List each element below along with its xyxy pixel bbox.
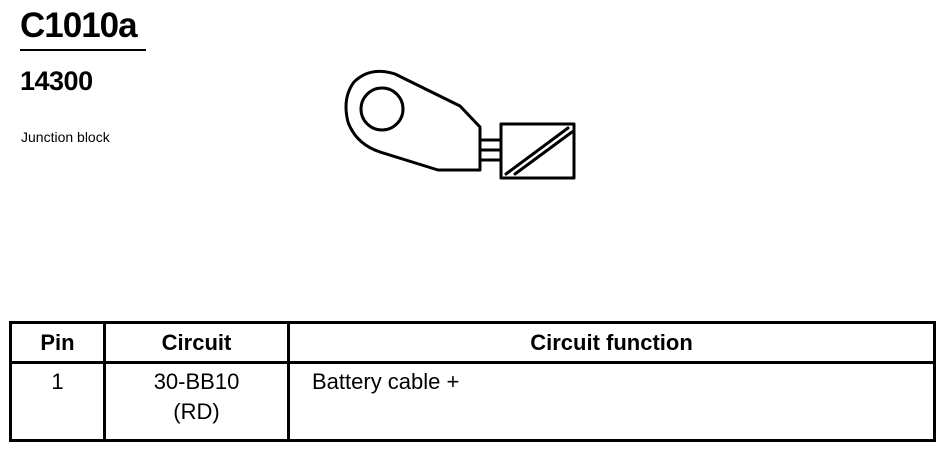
title-underline	[20, 49, 146, 51]
table-row: 1 30-BB10 (RD) Battery cable +	[9, 361, 936, 442]
header-circuit-function: Circuit function	[287, 321, 936, 364]
table-header-row: Pin Circuit Circuit function	[9, 321, 936, 364]
connector-id: C1010a	[20, 6, 138, 45]
wire-color: (RD)	[173, 399, 220, 424]
header-pin: Pin	[9, 321, 106, 364]
circuit-cell: 30-BB10 (RD)	[103, 361, 290, 442]
circuit-code: 30-BB10	[153, 369, 240, 394]
terminal-hole	[359, 86, 405, 132]
ring-terminal-drawing	[344, 69, 576, 180]
header-circuit: Circuit	[103, 321, 290, 364]
part-number: 14300	[20, 66, 93, 96]
ring-terminal-outline	[344, 69, 482, 172]
wire-sleeve	[499, 122, 576, 180]
circuit-function: Battery cable +	[287, 361, 936, 442]
connector-description: Junction block	[21, 129, 110, 145]
pin-number: 1	[9, 361, 106, 442]
pin-table: Pin Circuit Circuit function 1 30-BB10 (…	[9, 321, 936, 442]
